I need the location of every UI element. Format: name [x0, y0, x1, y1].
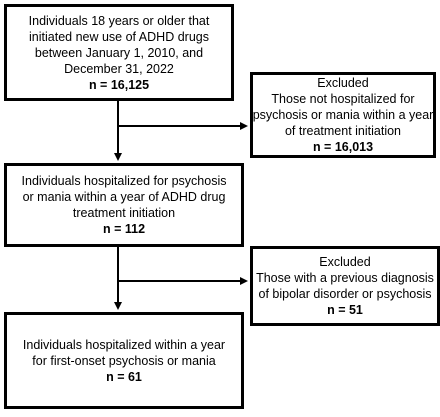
exclusion-1-line-2: psychosis or mania within a year [252, 108, 434, 122]
final-count: n = 61 [106, 369, 142, 384]
hospitalized-box: Individuals hospitalized for psychosis o… [4, 163, 244, 247]
exclusion-box-2: Excluded Those with a previous diagnosis… [250, 246, 440, 326]
exclusion-2-heading: Excluded [319, 255, 371, 269]
cohort-box: Individuals 18 years or older that initi… [4, 4, 234, 101]
final-cohort-box: Individuals hospitalized within a year f… [4, 312, 244, 409]
cohort-count: n = 16,125 [88, 77, 150, 92]
hospitalized-line-3: treatment initiation [72, 206, 176, 220]
final-line-1: Individuals hospitalized within a year [22, 337, 226, 352]
cohort-line-1: Individuals 18 years or older that [28, 13, 210, 28]
cohort-line-3: between January 1, 2010, and [34, 45, 204, 60]
exclusion-1-heading: Excluded [317, 76, 369, 90]
exclusion-1-count: n = 16,013 [312, 140, 374, 154]
cohort-line-4: December 31, 2022 [64, 61, 174, 76]
hospitalized-line-2: or mania within a year of ADHD drug [22, 190, 226, 204]
exclusion-1-line-3: of treatment initiation [284, 124, 402, 138]
exclusion-1-line-1: Those not hospitalized for [271, 92, 415, 106]
exclusion-2-count: n = 51 [327, 303, 363, 317]
final-line-2: for first-onset psychosis or mania [32, 353, 216, 368]
exclusion-box-1: Excluded Those not hospitalized for psyc… [250, 72, 436, 158]
cohort-line-2: initiated new use of ADHD drugs [29, 29, 209, 44]
exclusion-2-line-2: of bipolar disorder or psychosis [258, 287, 432, 301]
hospitalized-count: n = 112 [102, 222, 146, 236]
hospitalized-line-1: Individuals hospitalized for psychosis [21, 174, 227, 188]
exclusion-2-line-1: Those with a previous diagnosis [256, 271, 434, 285]
